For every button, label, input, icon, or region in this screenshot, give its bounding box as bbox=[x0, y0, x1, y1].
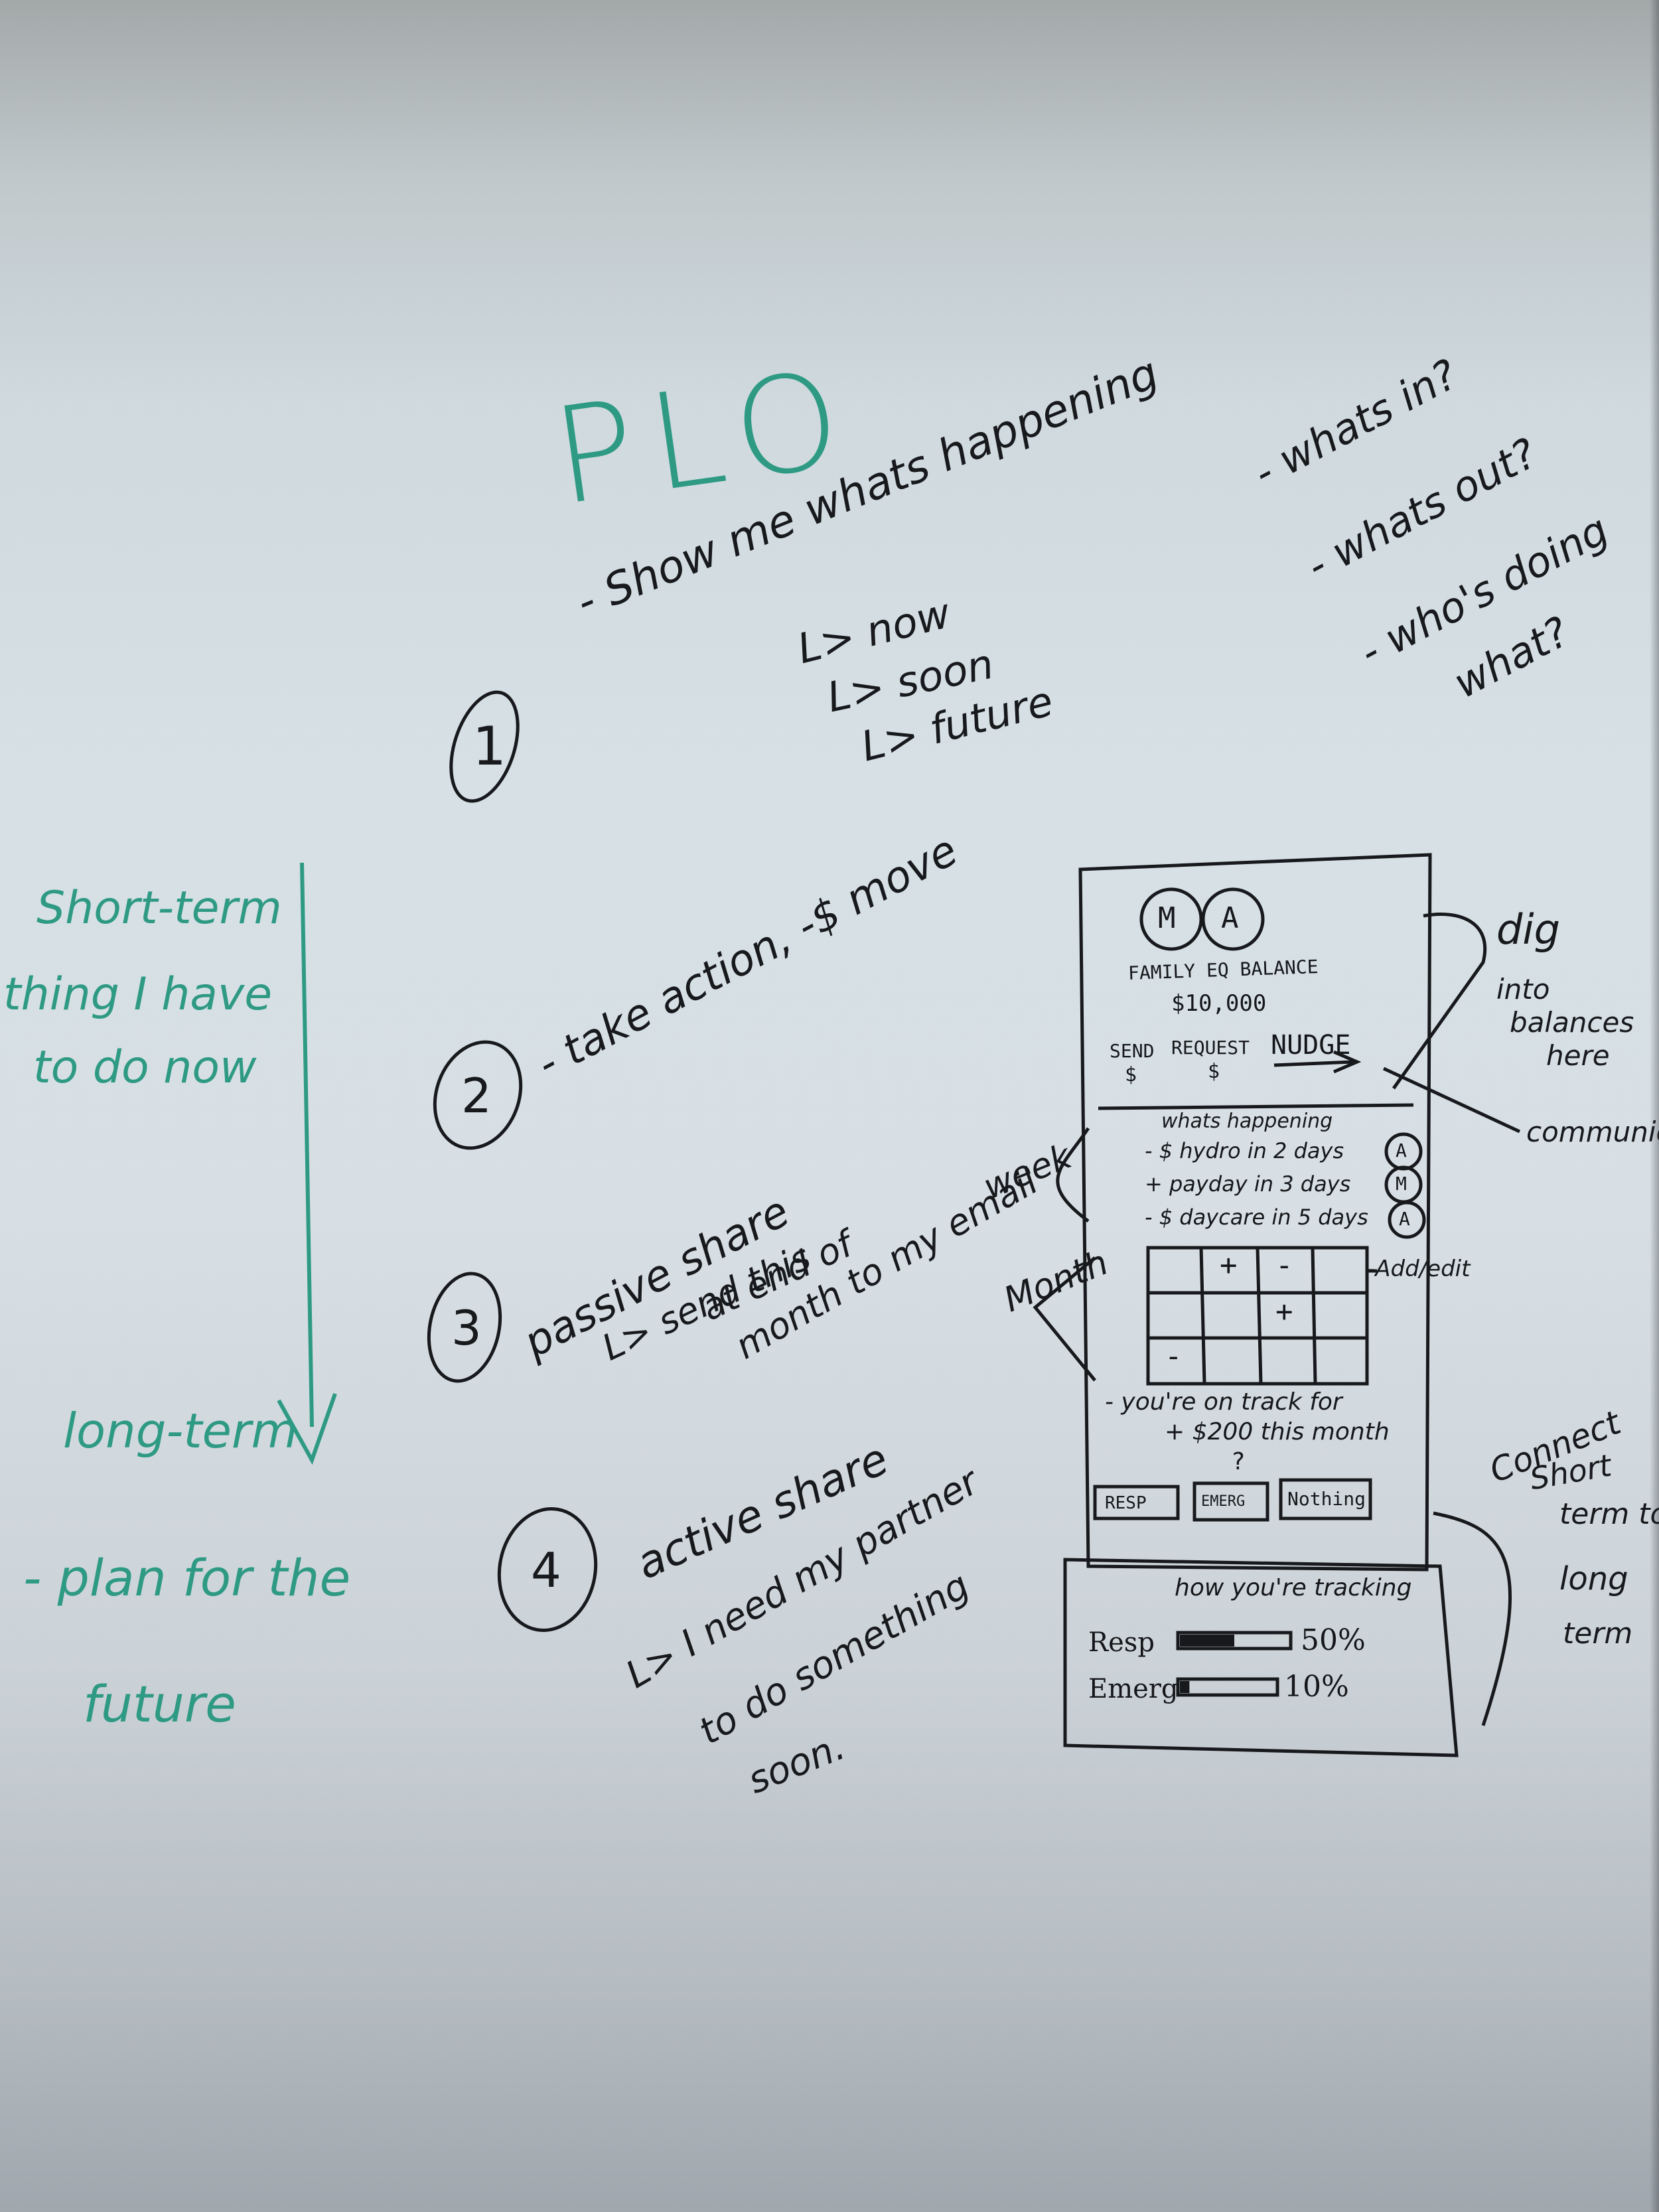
annotation-long: long bbox=[1559, 1560, 1628, 1597]
avatar-a: A bbox=[1221, 901, 1239, 935]
board-edge-shadow bbox=[1650, 0, 1659, 2212]
item-number-2: 2 bbox=[461, 1068, 492, 1124]
calendar-mark-2: - bbox=[1275, 1248, 1293, 1282]
on-track-line-1: - you're on track for bbox=[1105, 1388, 1342, 1416]
annotation-into: into bbox=[1496, 973, 1550, 1005]
annotation-dig: dig bbox=[1496, 905, 1560, 954]
calendar-mark-1: + bbox=[1220, 1248, 1238, 1282]
annotation-term-to: term to bbox=[1559, 1497, 1659, 1531]
communicate-line bbox=[1382, 1067, 1521, 1134]
left-note-plan-1: - plan for the bbox=[23, 1548, 351, 1607]
event-1-avatar: A bbox=[1396, 1140, 1407, 1161]
teal-arrow-line bbox=[300, 862, 314, 1428]
annotation-here: here bbox=[1546, 1039, 1610, 1072]
item-number-3: 3 bbox=[451, 1300, 482, 1356]
tracking-emerg-percent: 10% bbox=[1284, 1670, 1349, 1704]
left-note-short-3: to do now bbox=[33, 1041, 257, 1094]
annotation-add-edit: -Add/edit bbox=[1367, 1256, 1471, 1282]
calendar-mark-4: - bbox=[1165, 1339, 1183, 1373]
phone-sketch bbox=[1063, 853, 1459, 1757]
tracking-resp-label: Resp bbox=[1088, 1627, 1155, 1658]
event-3-avatar: A bbox=[1399, 1208, 1410, 1230]
on-track-line-2: + $200 this month bbox=[1165, 1418, 1390, 1445]
annotation-communicate: communicate bbox=[1526, 1116, 1659, 1148]
event-2: + payday in 3 days bbox=[1145, 1171, 1351, 1197]
action-request-label: REQUEST bbox=[1171, 1037, 1250, 1059]
progress-fill-emerg bbox=[1180, 1681, 1190, 1693]
left-note-long: long-term bbox=[63, 1403, 298, 1459]
button-nothing[interactable]: Nothing bbox=[1287, 1488, 1366, 1510]
button-resp[interactable]: RESP bbox=[1105, 1493, 1147, 1513]
left-note-plan-2: future bbox=[83, 1674, 236, 1733]
action-send-label: SEND bbox=[1110, 1040, 1155, 1062]
tracking-resp-percent: 50% bbox=[1301, 1623, 1366, 1657]
teal-arrow-head bbox=[277, 1393, 337, 1465]
number-circle-2 bbox=[433, 1040, 523, 1150]
progress-fill-resp bbox=[1180, 1635, 1234, 1647]
balance-value: $10,000 bbox=[1171, 990, 1267, 1017]
connect-bracket bbox=[1433, 1511, 1512, 1726]
action-nudge-label: NUDGE bbox=[1271, 1030, 1351, 1061]
number-circle-4 bbox=[497, 1507, 598, 1632]
left-note-short-2: thing I have bbox=[3, 968, 273, 1021]
button-emerg[interactable]: EMERG bbox=[1201, 1493, 1246, 1510]
tracking-emerg-label: Emerg bbox=[1088, 1674, 1179, 1704]
left-note-short-1: Short-term bbox=[36, 882, 282, 934]
annotation-term: term bbox=[1563, 1617, 1633, 1651]
item-number-1: 1 bbox=[472, 715, 506, 777]
on-track-question: ? bbox=[1231, 1448, 1246, 1475]
calendar-mark-3: + bbox=[1275, 1295, 1293, 1329]
event-2-avatar: M bbox=[1396, 1173, 1407, 1195]
week-bracket bbox=[1056, 1127, 1090, 1222]
item-number-4: 4 bbox=[531, 1542, 561, 1598]
tracking-title: how you're tracking bbox=[1175, 1574, 1412, 1601]
annotation-balances: balances bbox=[1510, 1006, 1634, 1039]
happening-title: whats happening bbox=[1161, 1110, 1333, 1133]
number-circle-1 bbox=[449, 690, 520, 803]
action-send-sub: $ bbox=[1125, 1063, 1137, 1086]
number-circle-3 bbox=[427, 1272, 502, 1383]
event-3: - $ daycare in 5 days bbox=[1145, 1205, 1368, 1230]
event-1: - $ hydro in 2 days bbox=[1145, 1138, 1344, 1163]
month-bracket bbox=[1033, 1256, 1096, 1382]
avatar-m: M bbox=[1158, 901, 1176, 935]
action-request-sub: $ bbox=[1208, 1060, 1220, 1083]
dig-bracket bbox=[1392, 913, 1487, 1090]
